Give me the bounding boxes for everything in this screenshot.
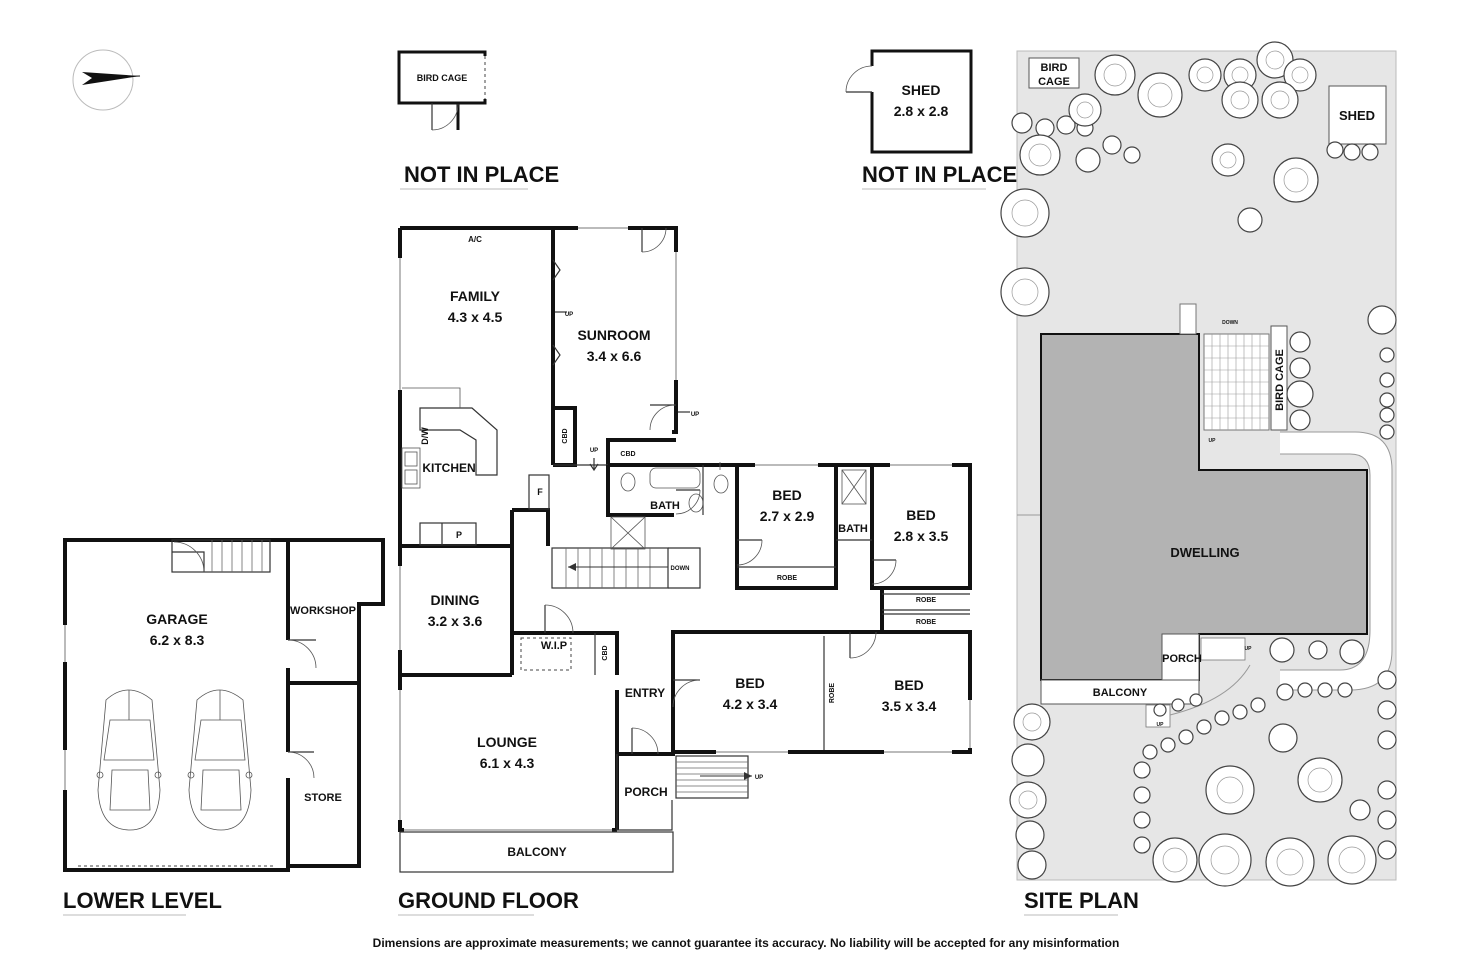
ground-floor-heading: GROUND FLOOR: [398, 888, 579, 913]
lower-level-heading: LOWER LEVEL: [63, 888, 222, 913]
car-icon: [96, 689, 162, 831]
robe-label: ROBE: [916, 597, 937, 604]
cbd-label: CBD: [562, 428, 569, 443]
garage-dims: 6.2 x 8.3: [150, 632, 205, 648]
sunroom-label: SUNROOM: [577, 327, 650, 343]
site-plan-heading: SITE PLAN: [1024, 888, 1139, 913]
bed1-dims: 2.7 x 2.9: [760, 508, 815, 524]
dw-label: D/W: [420, 427, 430, 445]
shed-label: SHED: [902, 82, 941, 98]
shed-status: NOT IN PLACE: [862, 162, 1017, 187]
family-dims: 4.3 x 4.5: [448, 309, 503, 325]
lower-level-plan: GARAGE 6.2 x 8.3 WORKSHOP STORE: [63, 538, 385, 872]
down-label: DOWN: [671, 566, 690, 572]
site-deck-bird-cage-label: BIRD CAGE: [1274, 349, 1286, 411]
site-up-label: UP: [1245, 646, 1253, 652]
ground-floor-plan: A/C FAMILY 4.3 x 4.5 SUNROOM 3.4 x 6.6 U…: [398, 226, 972, 873]
porch-label: PORCH: [624, 785, 667, 799]
store-label: STORE: [304, 792, 342, 804]
robe-label: ROBE: [777, 575, 798, 582]
dining-label: DINING: [431, 592, 480, 608]
site-bird-cage-label-2: CAGE: [1038, 76, 1070, 88]
site-up-label: UP: [1209, 438, 1217, 444]
bath-label: BATH: [838, 523, 868, 535]
up-label: UP: [691, 412, 699, 418]
wip-label: W.I.P: [541, 640, 567, 652]
robe-label: ROBE: [916, 619, 937, 626]
site-shed-label: SHED: [1339, 108, 1375, 123]
up-label: UP: [590, 448, 598, 454]
cbd-label: CBD: [620, 451, 635, 458]
cbd-label: CBD: [602, 645, 609, 660]
garage-label: GARAGE: [146, 611, 207, 627]
workshop-label: WORKSHOP: [290, 605, 356, 617]
robe-label: ROBE: [829, 683, 836, 704]
lounge-label: LOUNGE: [477, 734, 537, 750]
bed3-dims: 4.2 x 3.4: [723, 696, 778, 712]
lounge-dims: 6.1 x 4.3: [480, 755, 535, 771]
site-bird-cage-label: BIRD: [1041, 62, 1068, 74]
bed2-label: BED: [906, 507, 936, 523]
bed1-label: BED: [772, 487, 802, 503]
bath-label: BATH: [650, 500, 680, 512]
site-plan: BIRD CAGE SHED BIRD CAGE DOWN UP UP UP D…: [1000, 41, 1397, 887]
kitchen-label: KITCHEN: [422, 461, 475, 475]
balcony-label: BALCONY: [507, 845, 566, 859]
compass-icon: [72, 49, 141, 111]
shed-annex: SHED 2.8 x 2.8: [845, 49, 973, 154]
fridge-label: F: [537, 487, 543, 497]
pantry-label: P: [456, 530, 462, 540]
bed3-label: BED: [735, 675, 765, 691]
dwelling-label: DWELLING: [1170, 545, 1239, 560]
bed4-label: BED: [894, 677, 924, 693]
dining-dims: 3.2 x 3.6: [428, 613, 483, 629]
tree-icon: [1000, 41, 1397, 887]
entry-label: ENTRY: [625, 686, 665, 700]
car-icon: [187, 689, 253, 831]
sunroom-dims: 3.4 x 6.6: [587, 348, 642, 364]
up-label: UP: [755, 775, 763, 781]
site-porch-label: PORCH: [1162, 653, 1202, 665]
site-balcony-label: BALCONY: [1093, 687, 1148, 699]
family-label: FAMILY: [450, 288, 501, 304]
ac-label: A/C: [468, 235, 482, 244]
bed4-dims: 3.5 x 3.4: [882, 698, 937, 714]
site-down-label: DOWN: [1222, 320, 1238, 326]
site-up-label: UP: [1157, 722, 1165, 728]
up-label: UP: [565, 312, 573, 318]
bird-cage-annex: BIRD CAGE: [397, 50, 487, 131]
disclaimer-text: Dimensions are approximate measurements;…: [373, 936, 1120, 950]
bird-cage-status: NOT IN PLACE: [404, 162, 559, 187]
shed-dims: 2.8 x 2.8: [894, 103, 949, 119]
bird-cage-label: BIRD CAGE: [417, 73, 468, 83]
bed2-dims: 2.8 x 3.5: [894, 528, 949, 544]
